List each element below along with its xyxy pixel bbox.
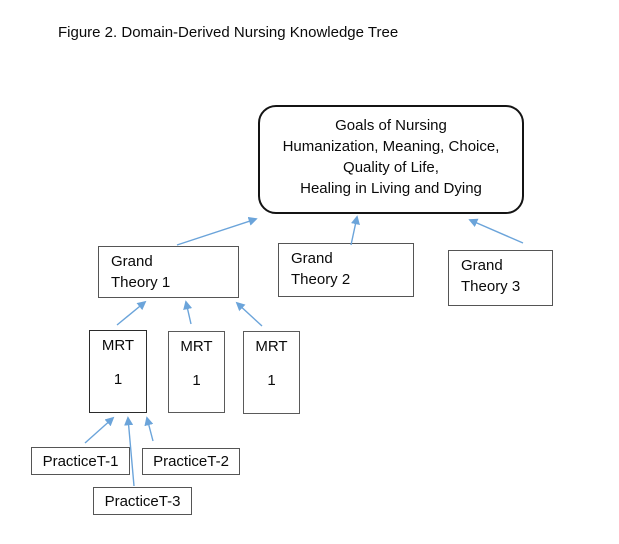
goals-line-1: Goals of Nursing: [335, 117, 447, 134]
arrow-grand1-to-goals: [176, 216, 258, 246]
grand-theory-2-line-1: Grand: [291, 250, 333, 267]
node-practice-t3: PracticeT-3: [93, 487, 192, 515]
mrt-c-label: MRT: [255, 338, 288, 355]
node-grand-theory-2: Grand Theory 2: [278, 243, 414, 297]
node-practice-t1: PracticeT-1: [31, 447, 130, 475]
arrow-practice1-to-mrt-a: [84, 416, 115, 444]
goals-line-4: Healing in Living and Dying: [300, 180, 482, 197]
practice-t2-label: PracticeT-2: [153, 453, 229, 470]
arrow-grand2-to-goals: [350, 215, 360, 246]
grand-theory-1-line-1: Grand: [111, 253, 153, 270]
node-goals-of-nursing: Goals of Nursing Humanization, Meaning, …: [258, 105, 524, 214]
arrow-mrt-a-to-grand1: [116, 300, 147, 326]
node-practice-t2: PracticeT-2: [142, 448, 240, 475]
mrt-c-number: 1: [267, 372, 276, 389]
mrt-a-number: 1: [113, 371, 123, 388]
mrt-a-label: MRT: [101, 337, 135, 354]
goals-line-2: Humanization, Meaning, Choice,: [282, 138, 500, 155]
grand-theory-2-line-2: Theory 2: [291, 271, 351, 288]
arrow-mrt-c-to-grand1: [235, 301, 263, 327]
node-grand-theory-1: Grand Theory 1: [98, 246, 239, 298]
node-mrt-1-a: MRT 1: [89, 330, 147, 413]
mrt-b-label: MRT: [180, 338, 213, 355]
mrt-b-number: 1: [192, 372, 201, 389]
grand-theory-1-line-2: Theory 1: [111, 274, 171, 291]
node-grand-theory-3: Grand Theory 3: [448, 250, 553, 306]
grand-theory-3-line-2: Theory 3: [461, 278, 521, 295]
arrow-mrt-b-to-grand1: [183, 300, 193, 325]
practice-t1-label: PracticeT-1: [42, 452, 119, 470]
figure-title: Figure 2. Domain-Derived Nursing Knowled…: [58, 24, 399, 41]
arrow-practice2-to-mrt-a: [144, 416, 154, 442]
node-mrt-1-b: MRT 1: [168, 331, 225, 413]
node-mrt-1-c: MRT 1: [243, 331, 300, 414]
practice-t3-label: PracticeT-3: [104, 492, 181, 510]
grand-theory-3-line-1: Grand: [461, 257, 503, 274]
goals-line-3: Quality of Life,: [343, 159, 439, 176]
arrow-grand3-to-goals: [468, 218, 524, 244]
